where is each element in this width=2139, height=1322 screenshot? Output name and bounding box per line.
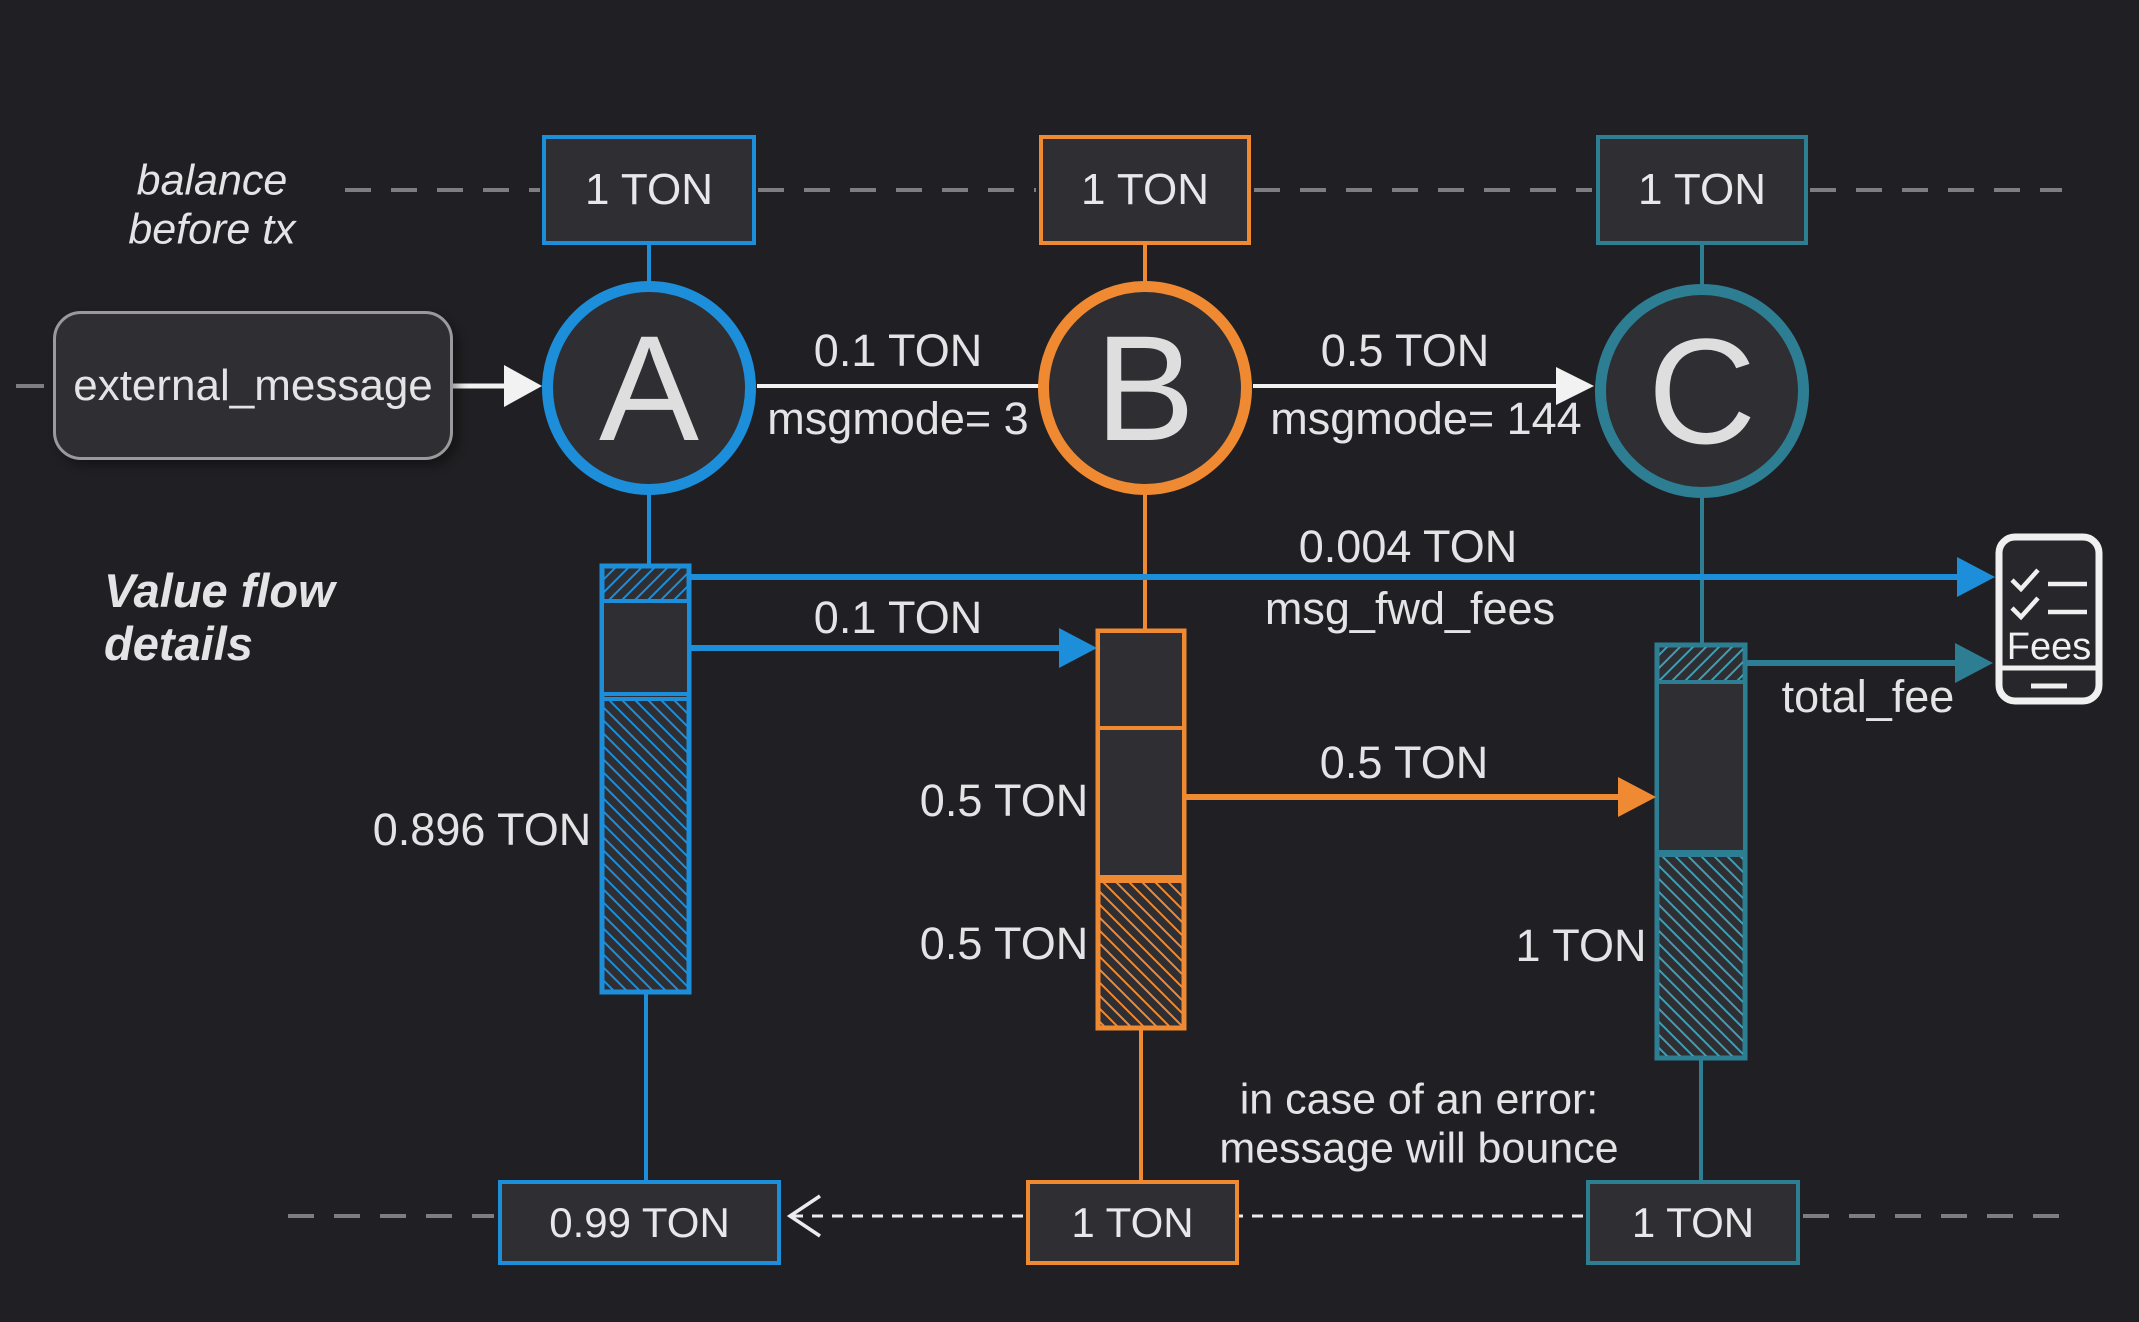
balance-after-b-value: 1 TON bbox=[1071, 1198, 1194, 1246]
bar-c-received-segment bbox=[1655, 680, 1747, 854]
c-result-value-label: 1 TON bbox=[1515, 920, 1647, 972]
balance-before-box-a: 1 TON bbox=[542, 135, 756, 245]
b-kept-value-label: 0.5 TON bbox=[919, 775, 1089, 827]
balance-after-box-a: 0.99 TON bbox=[498, 1180, 781, 1265]
value-bar-c bbox=[1654, 642, 1748, 1061]
balance-after-box-b: 1 TON bbox=[1026, 1180, 1239, 1265]
balance-after-box-c: 1 TON bbox=[1586, 1180, 1800, 1265]
value-flow-details-note: Value flow details bbox=[104, 564, 335, 670]
value-bar-a bbox=[599, 563, 692, 995]
bar-a-remaining-segment bbox=[600, 697, 691, 994]
bar-b-hatched-segment bbox=[1096, 879, 1186, 1030]
msg-fwd-fees-label: msg_fwd_fees bbox=[1264, 583, 1556, 635]
bar-c-fee-segment bbox=[1655, 643, 1747, 684]
external-message-box: external_message bbox=[53, 311, 453, 460]
total-fee-label: total_fee bbox=[1781, 671, 1955, 723]
balance-after-a-value: 0.99 TON bbox=[549, 1198, 730, 1246]
contract-node-a: A bbox=[542, 281, 756, 495]
check-icon bbox=[2010, 568, 2040, 593]
fees-phone-icon bbox=[1995, 533, 2103, 705]
bounce-dashed-arrow bbox=[786, 1194, 1583, 1238]
bar-a-fwdfee-segment bbox=[600, 564, 691, 603]
msg-fwd-fees-amount-label: 0.004 TON bbox=[1298, 521, 1518, 573]
vertical-connectors bbox=[644, 240, 1704, 1182]
fees-icon-label: Fees bbox=[2006, 626, 2092, 669]
bar-b-kept-segment bbox=[1096, 726, 1186, 879]
balance-before-box-b: 1 TON bbox=[1039, 135, 1251, 245]
balance-before-c-value: 1 TON bbox=[1638, 165, 1766, 214]
balance-before-a-value: 1 TON bbox=[585, 165, 713, 214]
external-to-a-arrow bbox=[453, 365, 542, 407]
value-bar-b bbox=[1095, 628, 1187, 1031]
balance-after-c-value: 1 TON bbox=[1631, 1198, 1755, 1246]
b-to-c-amount-label: 0.5 TON bbox=[1320, 325, 1490, 377]
balance-before-tx-note: balance before tx bbox=[128, 156, 296, 254]
b-to-c-arrow bbox=[1253, 367, 1594, 405]
bar-b-received-segment bbox=[1096, 629, 1186, 730]
contract-a-letter: A bbox=[598, 303, 700, 472]
contract-c-letter: C bbox=[1647, 306, 1757, 475]
balance-before-b-value: 1 TON bbox=[1081, 165, 1209, 214]
bounce-note: in case of an error: message will bounce bbox=[1219, 1075, 1619, 1173]
a-to-b-amount-label: 0.1 TON bbox=[813, 325, 983, 377]
bar-c-result-segment bbox=[1655, 853, 1747, 1060]
contract-b-letter: B bbox=[1094, 303, 1196, 472]
a-sent-value-label: 0.1 TON bbox=[813, 592, 983, 644]
a-to-b-value-arrow bbox=[689, 628, 1097, 668]
msg-fwd-fees-arrow bbox=[689, 557, 1995, 597]
contract-node-c: C bbox=[1595, 284, 1809, 498]
b-to-c-value-arrow bbox=[1184, 777, 1656, 817]
contract-node-b: B bbox=[1038, 281, 1252, 495]
balance-before-box-c: 1 TON bbox=[1596, 135, 1808, 245]
a-remaining-label: 0.896 TON bbox=[372, 804, 592, 856]
check-icon bbox=[2010, 596, 2040, 621]
b-to-c-value-label: 0.5 TON bbox=[1319, 737, 1489, 789]
a-to-b-msgmode-label: msgmode= 3 bbox=[767, 393, 1029, 445]
external-message-label: external_message bbox=[73, 360, 433, 410]
b-to-c-msgmode-label: msgmode= 144 bbox=[1270, 393, 1582, 445]
b-hatched-value-label: 0.5 TON bbox=[919, 918, 1089, 970]
bar-a-sent-segment bbox=[600, 599, 691, 696]
total-fee-arrow bbox=[1745, 643, 1993, 683]
